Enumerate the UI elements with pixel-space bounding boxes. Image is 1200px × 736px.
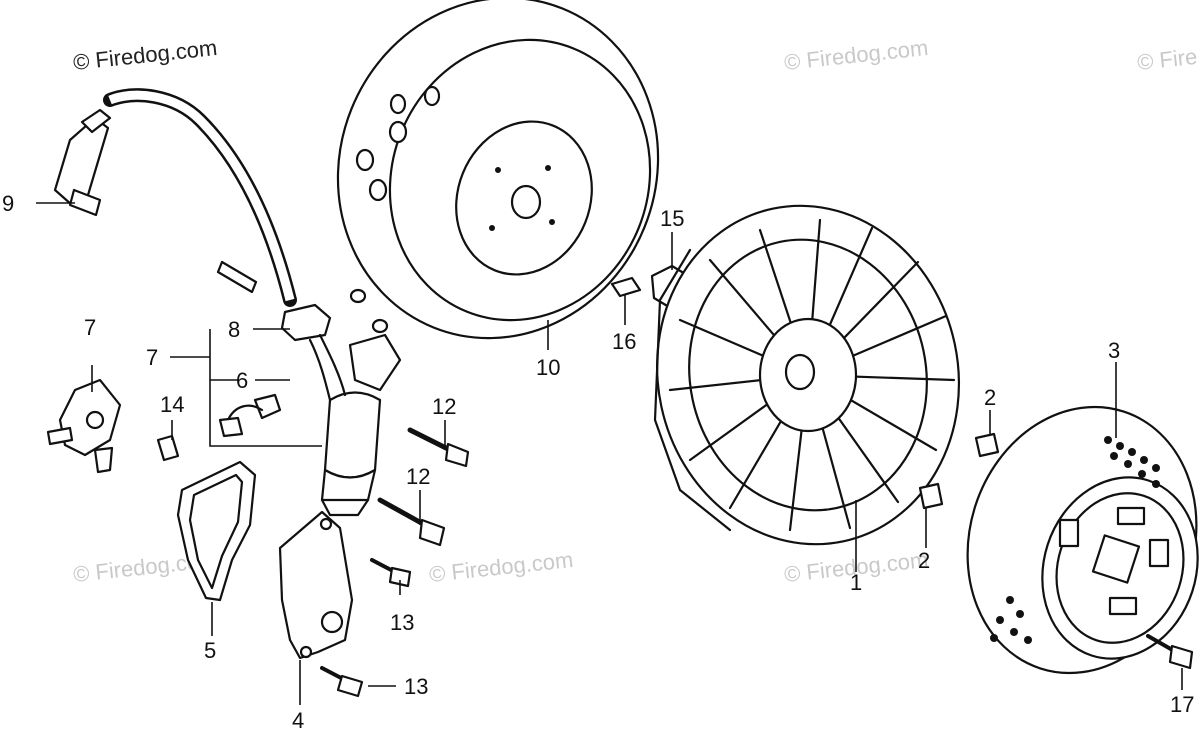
- watermark: © Firedog.com: [428, 547, 574, 587]
- starter-pulley: [966, 405, 1199, 675]
- callout-14: 14: [160, 392, 184, 417]
- screw-13-lower: [320, 666, 364, 698]
- gasket: [176, 460, 257, 602]
- callout-4: 4: [292, 708, 304, 731]
- woodruff-key: [610, 276, 642, 298]
- callout-7: 7: [84, 315, 96, 340]
- flywheel: [336, 0, 660, 340]
- callout-12: 12: [432, 394, 456, 419]
- callout-17: 17: [1170, 692, 1194, 717]
- bolt-12-upper: [407, 427, 470, 468]
- bolt-12-lower: [377, 497, 446, 547]
- callout-13: 13: [390, 610, 414, 635]
- bolt-17: [1146, 634, 1194, 670]
- callout-12: 12: [406, 464, 430, 489]
- callout-1: 1: [850, 570, 862, 595]
- cover: [278, 510, 354, 660]
- cooling-fan: [653, 204, 961, 546]
- screw-13-upper: [370, 558, 412, 588]
- cotter-pin: [216, 260, 258, 294]
- watermark-top-left: © Firedog.com: [72, 35, 218, 75]
- screw-14: [156, 434, 180, 462]
- callout-labels: 9 8 7 6 7 14 10 12 12 13 13 4 5 15 16 1 …: [2, 191, 1194, 733]
- spacer-upper: [974, 432, 1000, 458]
- leader-lines: [36, 202, 1183, 705]
- callout-5: 5: [204, 638, 216, 663]
- callout-2: 2: [918, 548, 930, 573]
- callout-9: 8: [228, 317, 240, 342]
- contact-breaker: [46, 378, 122, 474]
- callout-16: 16: [612, 329, 636, 354]
- ignition-coil: [218, 333, 402, 517]
- watermark: © Firedog.com: [783, 35, 929, 75]
- callout-15: 15: [660, 206, 684, 231]
- callout-11: 10: [536, 355, 560, 380]
- callout-2: 2: [984, 385, 996, 410]
- callout-13: 13: [404, 674, 428, 699]
- spark-plug-cap-and-cable: [53, 88, 332, 342]
- callout-8: 7: [146, 345, 158, 370]
- callout-3: 3: [1108, 338, 1120, 363]
- callout-6: 6: [236, 368, 248, 393]
- callout-10: 9: [2, 191, 14, 216]
- spacer-lower: [918, 482, 944, 510]
- watermark: © Fire: [1136, 44, 1199, 75]
